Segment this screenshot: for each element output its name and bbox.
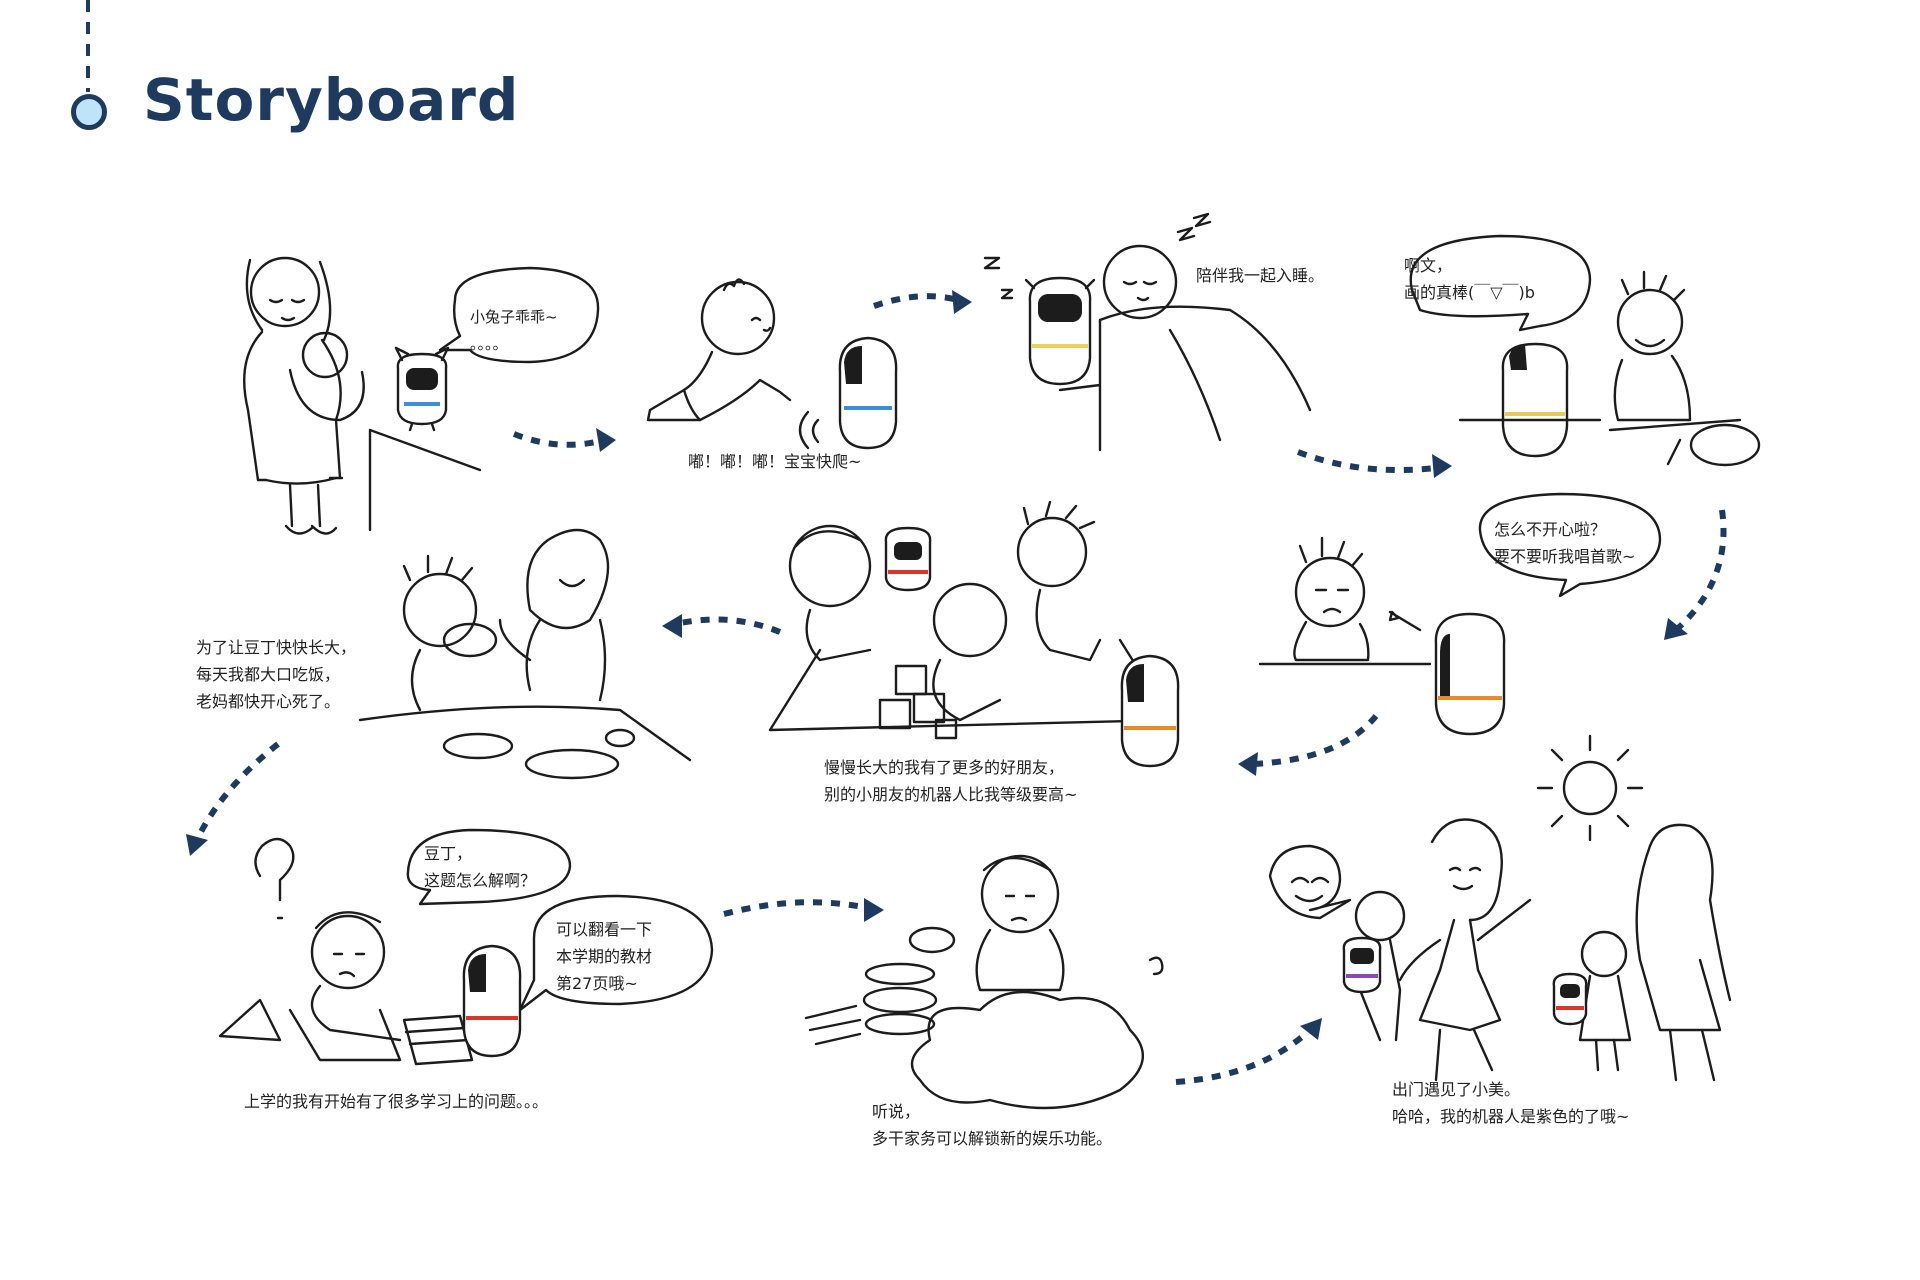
robot-icon (394, 346, 450, 432)
robot-icon (1120, 654, 1180, 768)
panel-6 (768, 500, 1180, 768)
caption-p3: 陪伴我一起入睡。 (1196, 266, 1325, 285)
caption-p9: 听说， 多干家务可以解锁新的娱乐功能。 (872, 1102, 1113, 1148)
caption-p7: 为了让豆丁快快长大， 每天我都大口吃饭， 老妈都快开心死了。 (196, 638, 357, 711)
caption-p6: 慢慢长大的我有了更多的好朋友， 别的小朋友的机器人比我等级要高~ (824, 758, 1078, 804)
flow-arrow-icon (512, 431, 605, 448)
panel-7 (358, 528, 692, 780)
flow-arrow-icon (873, 293, 959, 309)
flow-arrow-icon (193, 741, 280, 844)
robot-icon (1024, 276, 1096, 386)
robot-icon (1342, 936, 1382, 994)
caption-p8: 上学的我有开始有了很多学习上的问题。。。 (244, 1092, 549, 1111)
robot-icon (1501, 342, 1569, 458)
panel-4 (1409, 234, 1761, 467)
robot-icon (462, 944, 522, 1058)
sleep-z-icon (1176, 212, 1212, 242)
panel-9 (804, 854, 1164, 1110)
flow-arrow-icon (1175, 1027, 1313, 1085)
panel-5 (1258, 492, 1662, 736)
caption-p2: 嘟！嘟！嘟！宝宝快爬~ (688, 452, 862, 471)
flow-arrow-icon (723, 899, 869, 917)
flow-arrow-icon (1251, 714, 1379, 767)
caption-p10: 出门遇见了小美。 哈哈，我的机器人是紫色的了哦~ (1392, 1080, 1630, 1126)
bubble-text-p8-robot: 可以翻看一下 本学期的教材 第27页哦~ (556, 920, 653, 993)
flow-arrow-icon (675, 616, 782, 635)
flow-arrow-icon (1674, 509, 1727, 633)
timeline-dot-icon (71, 94, 107, 130)
question-mark-icon (254, 837, 295, 920)
timeline-dash (86, 0, 90, 92)
panel-2 (646, 278, 898, 450)
panel-8 (218, 828, 714, 1066)
flow-arrow-icon (1296, 449, 1437, 473)
robot-icon (838, 336, 898, 450)
page-title: Storyboard (143, 66, 520, 134)
robot-icon (1552, 972, 1588, 1026)
bubble-text-p5: 怎么不开心啦？ 要不要听我唱首歌~ (1494, 520, 1636, 566)
panel-3 (983, 212, 1312, 452)
robot-icon (884, 526, 932, 592)
bubble-text-p4: 啊文， 画的真棒(￣▽￣)b (1404, 256, 1535, 302)
bubble-text-p1: 小兔子乖乖~ 。。。。 (470, 308, 558, 353)
robot-icon (1434, 612, 1506, 736)
panel-1 (243, 256, 600, 535)
sun-icon (1536, 734, 1644, 842)
flow-arrows (186, 290, 1727, 1085)
bubble-text-p8-kid: 豆丁， 这题怎么解啊？ (424, 844, 537, 890)
panel-10 (1268, 734, 1732, 1082)
